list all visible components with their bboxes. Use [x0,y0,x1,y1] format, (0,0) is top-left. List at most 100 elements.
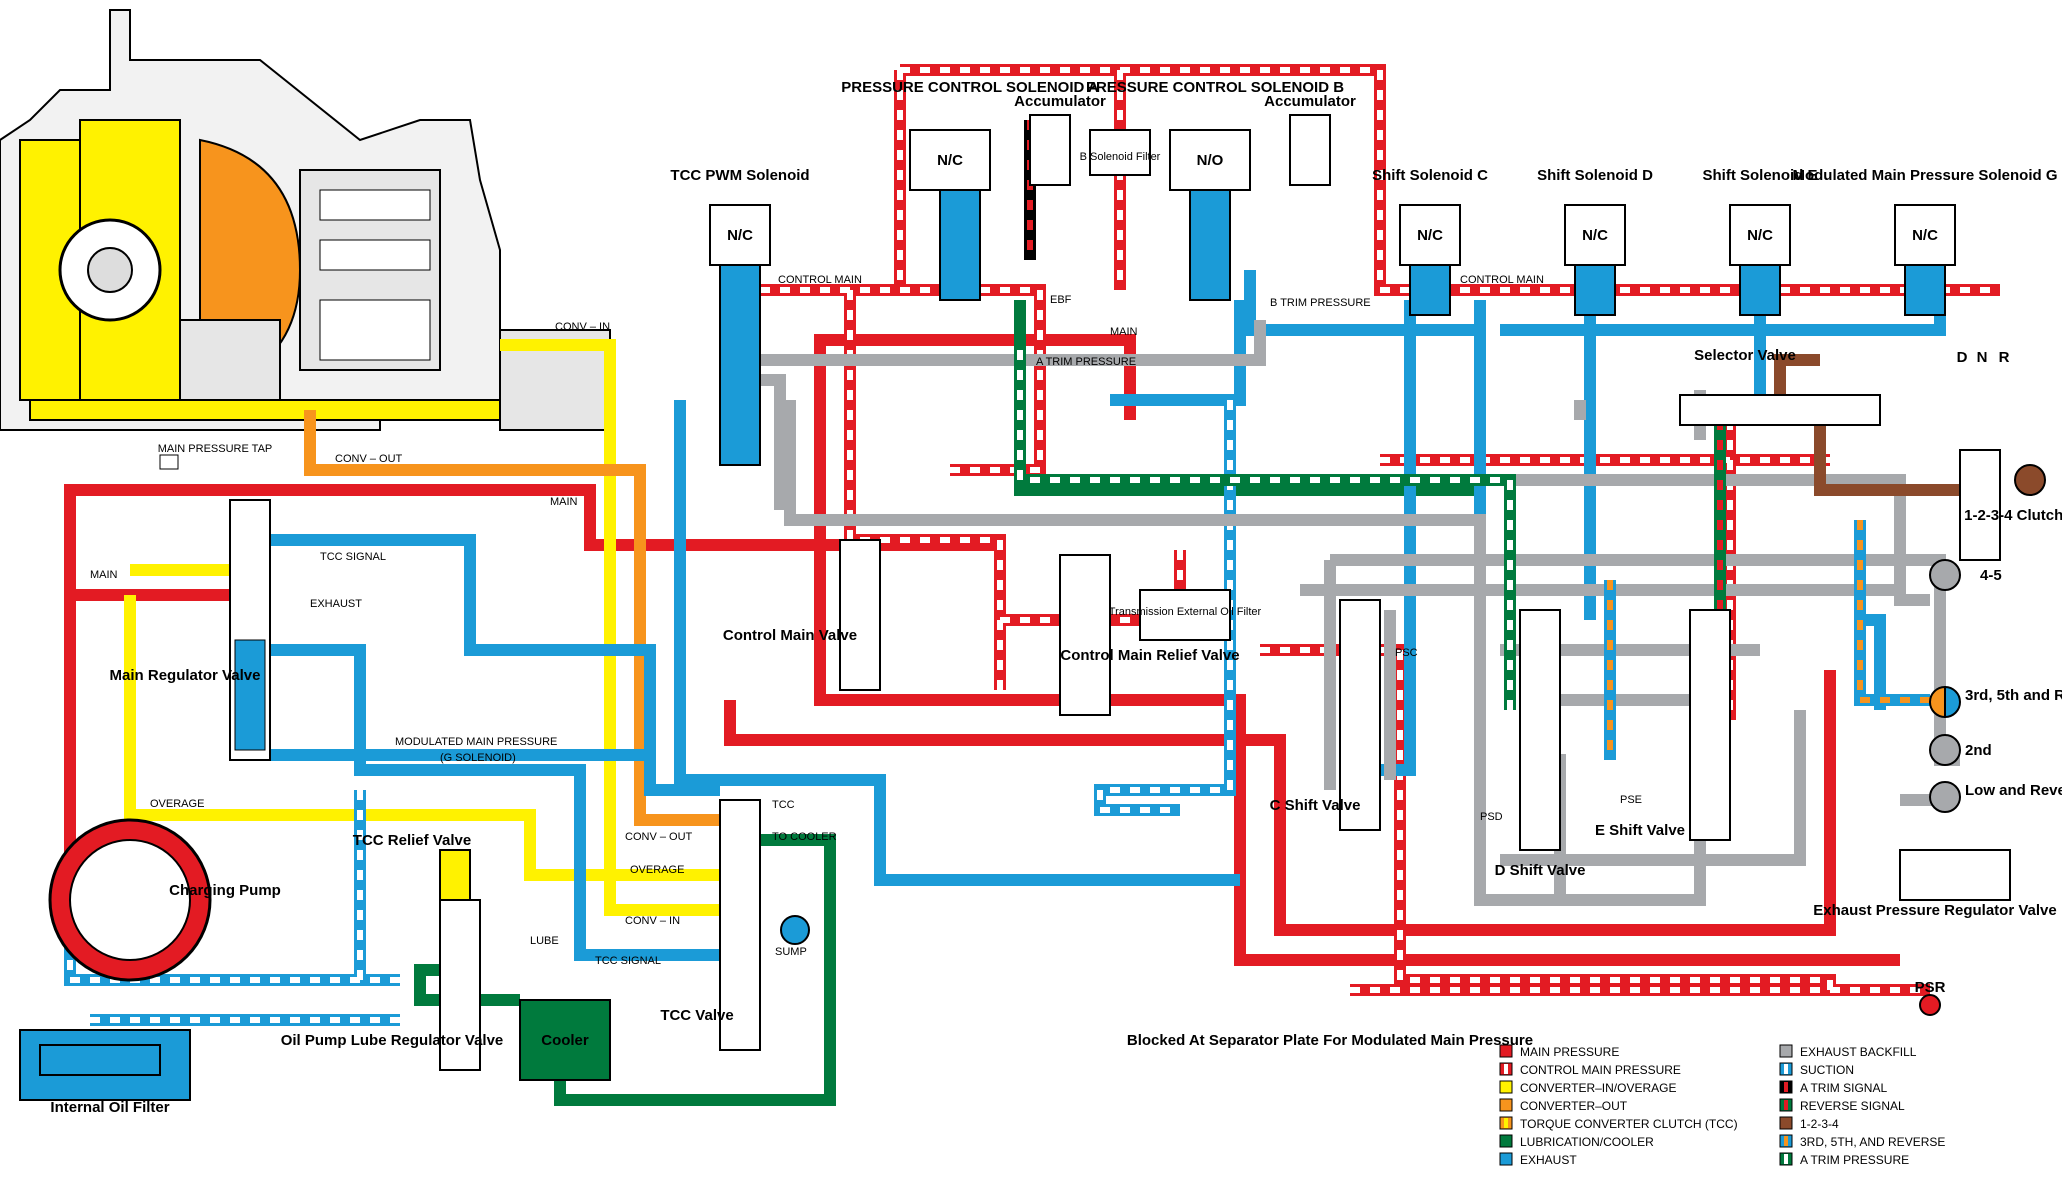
selector-label: Selector Valve [1694,347,1796,364]
line-control-main-1: CONTROL MAIN [778,274,862,286]
tcc-pwm-label: TCC PWM Solenoid [670,167,809,184]
clutch-lr-port [1929,781,1961,813]
clutch-35r-port [1929,685,1946,719]
e-shift-label: E Shift Valve [1595,822,1685,839]
line-exhaust: EXHAUST [310,598,362,610]
psr-port [1919,994,1941,1016]
c35r-label: 3rd, 5th and Reverse [1965,687,2062,704]
legend-swatch [1499,1098,1513,1112]
cmv-label: Control Main Valve [723,627,857,644]
r-label: R [1999,349,2010,366]
cooler-label: Cooler [541,1032,589,1049]
epr-label: Exhaust Pressure Regulator Valve [1813,902,2056,919]
accumulator-a-label: Accumulator [1014,93,1106,110]
c2nd-label: 2nd [1965,742,1992,759]
pcs-a-solenoid: N/C [909,129,991,301]
line-a-trim: A TRIM PRESSURE [1036,356,1136,368]
pipes [64,64,2000,1106]
legend-label: EXHAUST [1520,1153,1577,1167]
c-shift-label: C Shift Valve [1270,797,1361,814]
legend-swatch [1499,1044,1513,1058]
shift-solenoid-e: N/C [1729,204,1791,316]
line-overage-2: OVERAGE [630,864,684,876]
clr-label: Low and Reverse [1965,782,2062,799]
internal-oil-filter [39,1044,161,1076]
labels: PRESSURE CONTROL SOLENOID A PRESSURE CON… [50,79,2062,1116]
selector-valve-body [1679,394,1881,426]
d-shift-valve-body [1519,609,1561,851]
teof-label: Transmission External Oil Filter [1109,606,1262,618]
pse-label: PSE [1620,794,1642,806]
legend-swatch-stripe [1504,1118,1508,1128]
line-main-left2: MAIN [90,569,118,581]
control-main-valve-body [839,539,881,691]
accumulator-b [1289,114,1331,186]
pcs-a-label: PRESSURE CONTROL SOLENOID A [841,79,1099,96]
legend-swatch [1779,1044,1793,1058]
legend-swatch [1499,1152,1513,1166]
shift-e-state: N/C [1747,227,1773,244]
n-label: N [1977,349,1988,366]
legend-swatch [1779,1116,1793,1130]
pcs-b-label: PRESSURE CONTROL SOLENOID B [1086,79,1344,96]
sump-port [780,915,810,945]
d-label: D [1957,349,1968,366]
main-regulator-label: Main Regulator Valve [110,667,261,684]
legend-label: CONVERTER–IN/OVERAGE [1520,1081,1676,1095]
legend-label: LUBRICATION/COOLER [1520,1135,1654,1149]
b-filter-label: B Solenoid Filter [1080,151,1161,163]
shift-solenoid-c: N/C [1399,204,1461,316]
c45-label: 4-5 [1980,567,2002,584]
accumulator-a [1029,114,1071,186]
d-shift-label: D Shift Valve [1495,862,1586,879]
clutch-45-port [1929,559,1961,591]
legend-swatch-stripe [1784,1136,1788,1146]
pcs-b-solenoid: N/O [1169,129,1251,301]
shift-c-label: Shift Solenoid C [1372,167,1488,184]
shift-solenoid-d: N/C [1564,204,1626,316]
cmrv-label: Control Main Relief Valve [1060,647,1239,664]
legend-swatch-stripe [1504,1064,1508,1074]
line-tcc: TCC [772,799,795,811]
transmission-cross-section [0,9,611,431]
legend-swatch-stripe [1784,1154,1788,1164]
accumulator-b-label: Accumulator [1264,93,1356,110]
shift-d-label: Shift Solenoid D [1537,167,1653,184]
line-ebf: EBF [1050,294,1072,306]
charging-pump [48,818,212,982]
legend-label: MAIN PRESSURE [1520,1045,1619,1059]
psd-label: PSD [1480,811,1503,823]
line-g-sol: (G SOLENOID) [440,752,516,764]
legend-label: CONVERTER–OUT [1520,1099,1628,1113]
cooler-block [519,999,611,1081]
legend-swatch-stripe [1784,1082,1788,1092]
main-pressure-tap [159,454,179,470]
control-main-relief-valve-body [1059,554,1111,716]
main-tap-label: MAIN PRESSURE TAP [158,443,273,455]
line-control-main-2: CONTROL MAIN [1460,274,1544,286]
legend-swatch [1499,1080,1513,1094]
line-conv-out-2: CONV – OUT [625,831,693,843]
legend-label: A TRIM SIGNAL [1800,1081,1887,1095]
line-sump: SUMP [775,946,807,958]
tcc-relief-label: TCC Relief Valve [353,832,471,849]
1234-clutch-valve-body [1959,449,2001,561]
mod-main-solenoid-g: N/C [1894,204,1956,316]
clutch-1234-label: 1-2-3-4 Clutch Valve [1964,507,2062,524]
b-solenoid-filter-box [1089,129,1151,176]
exhaust-pressure-regulator-body [1899,849,2011,901]
pcs-b-state: N/O [1197,152,1224,169]
solenoids: N/C N/O N/C N/C N/C N/C [709,114,1956,466]
line-to-cooler: TO COOLER [772,831,837,843]
clutch-2nd-port [1929,734,1961,766]
line-conv-out-1: CONV – OUT [335,453,403,465]
shift-e-label: Shift Solenoid E [1703,167,1818,184]
legend-label: 3RD, 5TH, AND REVERSE [1800,1135,1945,1149]
tcc-pwm-solenoid: N/C [709,204,771,466]
legend-label: REVERSE SIGNAL [1800,1099,1905,1113]
blocked-label: Blocked At Separator Plate For Modulated… [1127,1032,1533,1049]
charging-pump-label: Charging Pump [169,882,281,899]
main-regulator-spring [234,639,266,751]
